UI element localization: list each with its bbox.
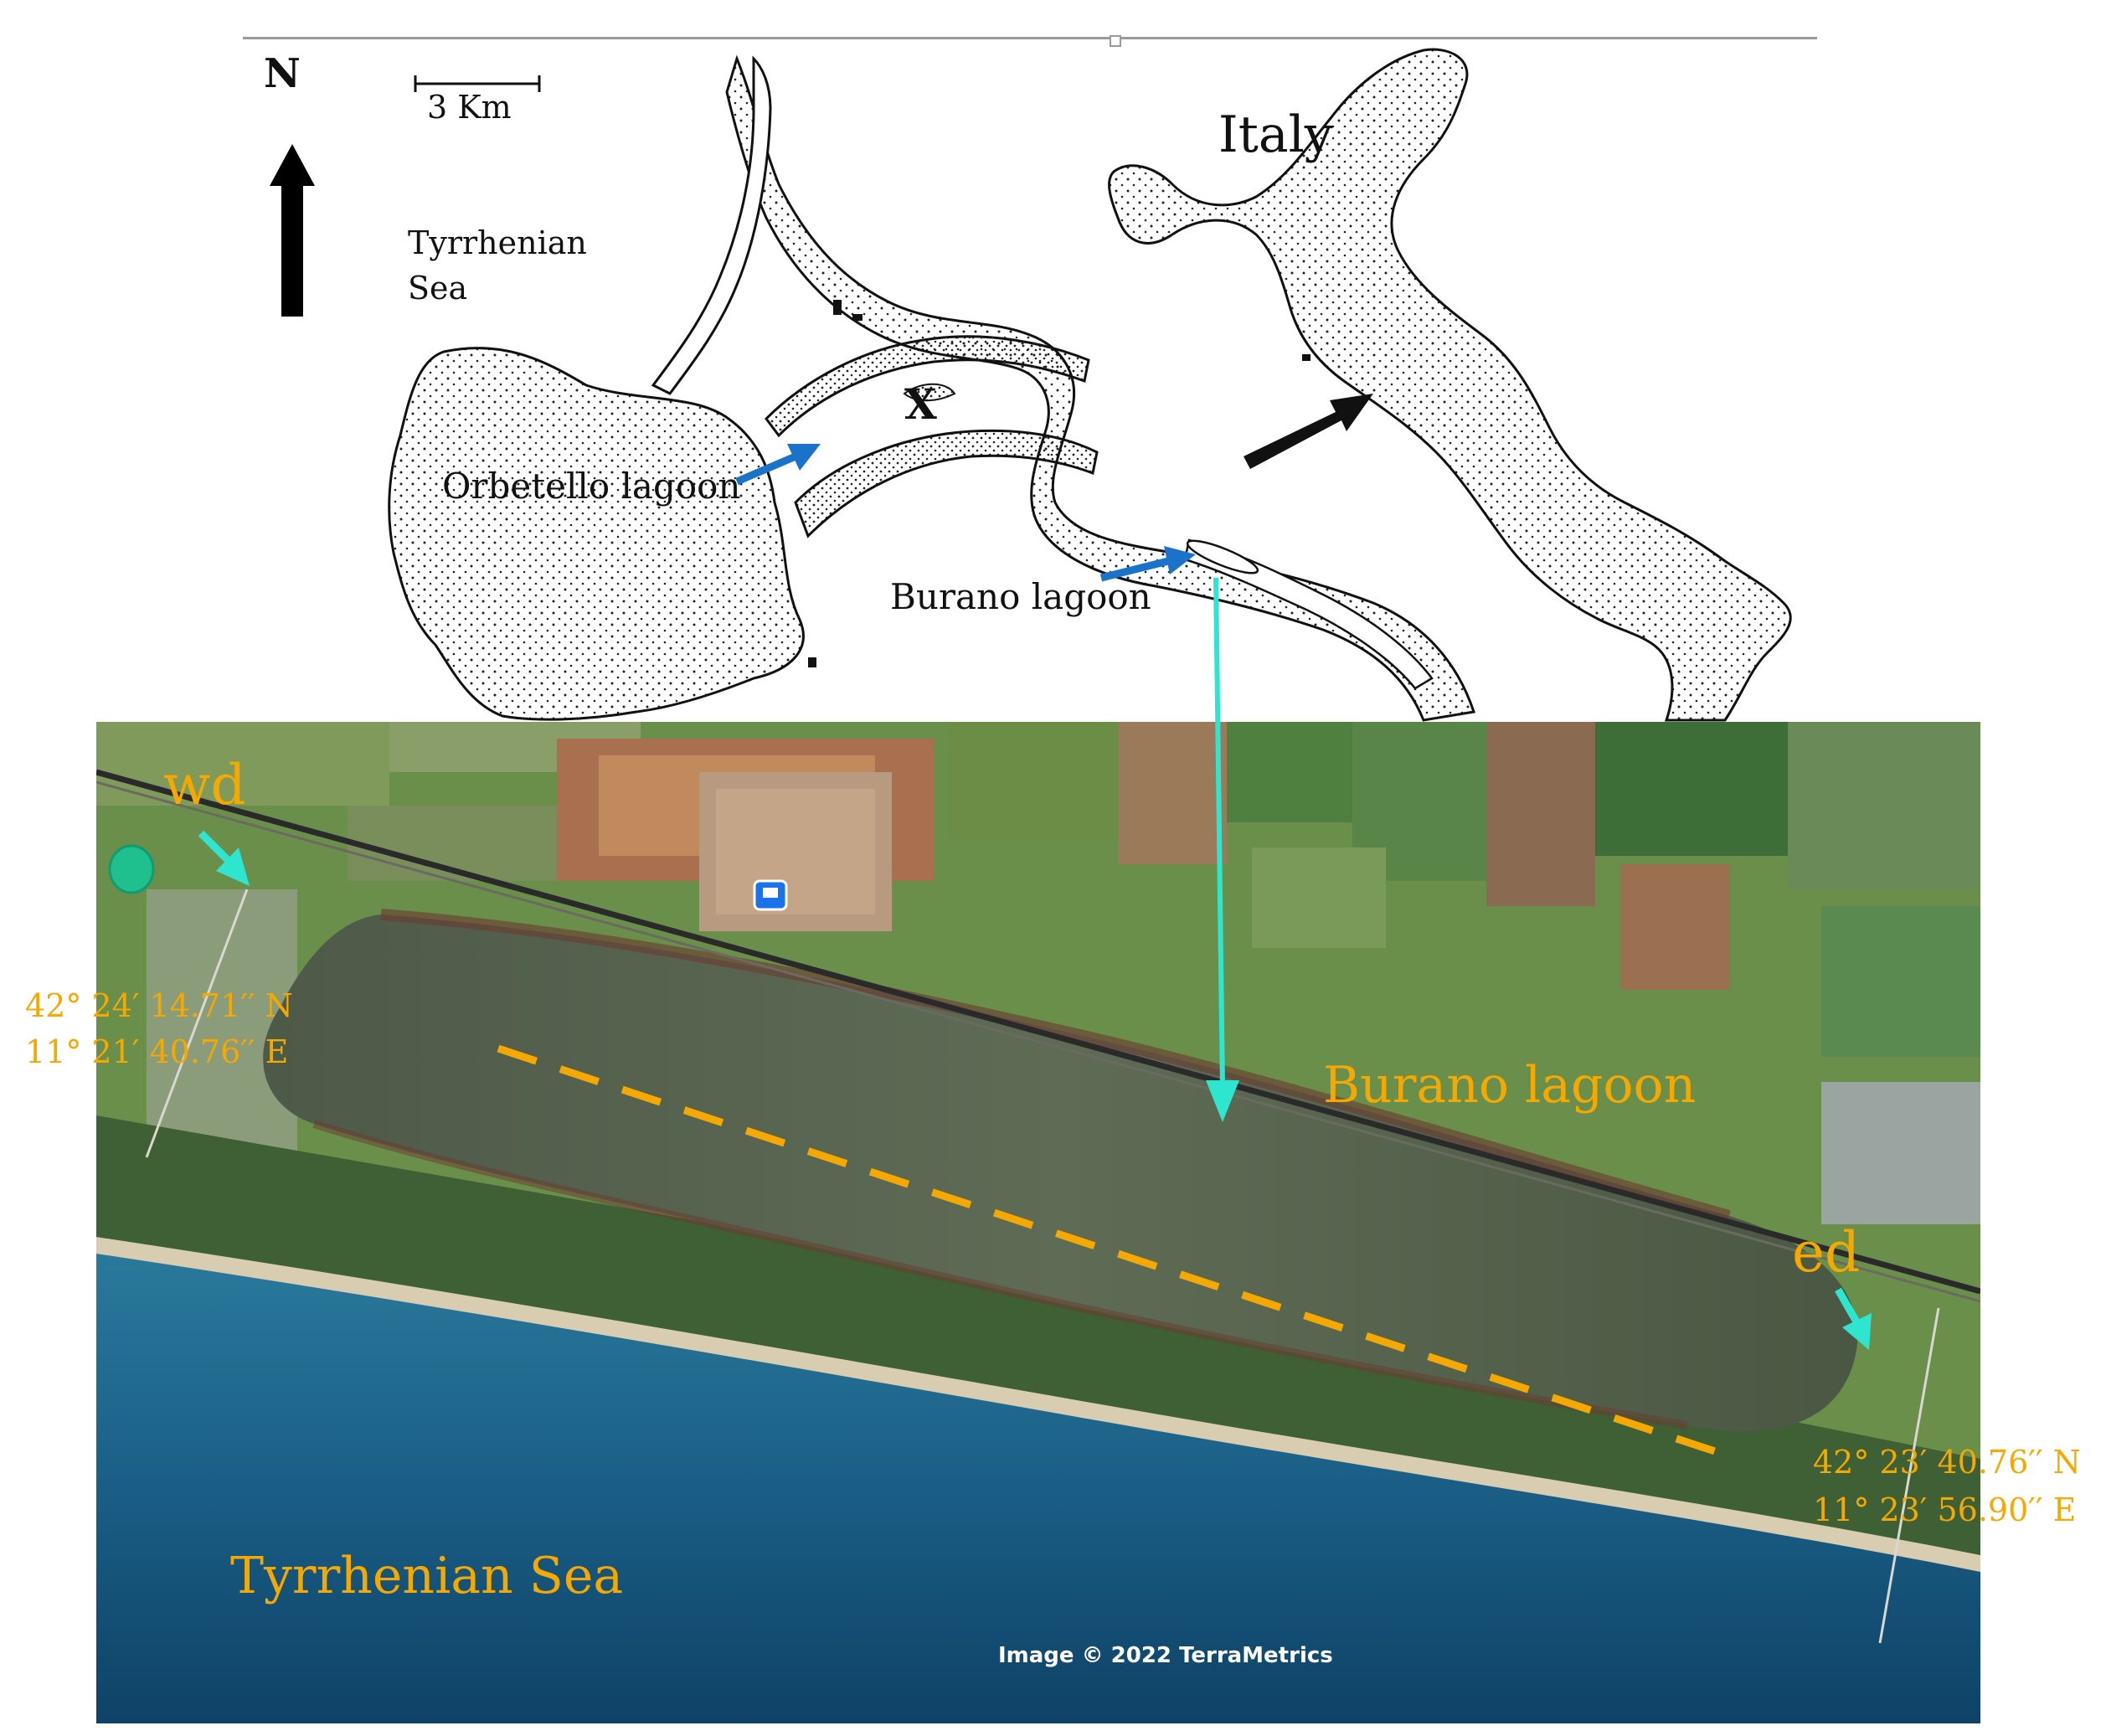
orbetello-label: Orbetello lagoon xyxy=(442,466,741,507)
west-longitude: 11° 21′ 40.76′′ E xyxy=(25,1033,289,1070)
orbetello-spit-shape xyxy=(903,383,956,402)
south-tombolo-shape xyxy=(794,429,1099,538)
satellite-lagoon-label: Burano lagoon xyxy=(1323,1056,1697,1115)
west-latitude: 42° 24′ 14.71′′ N xyxy=(25,987,293,1024)
north-arrow-icon xyxy=(270,144,315,317)
east-longitude: 11° 23′ 56.90′′ E xyxy=(1813,1491,2077,1528)
italy-outline-shape xyxy=(1108,48,1792,722)
station-icon xyxy=(753,879,788,911)
burano-arrow-icon xyxy=(1099,546,1196,582)
lagoon-water xyxy=(263,914,1858,1432)
sampling-point-marker xyxy=(108,844,155,894)
east-latitude: 42° 23′ 40.76′′ N xyxy=(1813,1444,2081,1481)
top-divider xyxy=(243,37,1817,39)
satellite-sea-label: Tyrrhenian Sea xyxy=(230,1547,624,1605)
country-label: Italy xyxy=(1218,106,1333,164)
orbetello-arrow-icon xyxy=(735,444,821,486)
scale-bar xyxy=(414,75,541,92)
west-point-label: wd xyxy=(163,753,246,817)
railway-line xyxy=(96,769,1980,1295)
burano-lagoon-shape xyxy=(1186,539,1259,574)
north-label: N xyxy=(264,50,301,97)
east-point-label: ed xyxy=(1792,1220,1861,1285)
beach-strip xyxy=(96,1237,1980,1572)
x-marker: X xyxy=(904,379,937,429)
satellite-image xyxy=(96,722,1980,1723)
sketch-map xyxy=(270,48,1792,722)
north-spit-shape xyxy=(651,55,772,395)
transect-dashed-line xyxy=(497,1044,1739,1463)
imagery-copyright: Image © 2022 TerraMetrics xyxy=(998,1643,1333,1668)
divider-tick xyxy=(1110,35,1121,47)
burano-label: Burano lagoon xyxy=(890,576,1151,617)
pine-forest-strip xyxy=(96,1115,1980,1555)
map-sea-label-bottom: Sea xyxy=(408,270,468,307)
burano-sandbar-shape xyxy=(1183,538,1434,690)
promontory-shape xyxy=(388,347,805,721)
map-sea-label-top: Tyrrhenian xyxy=(408,224,587,261)
islets xyxy=(808,300,1310,667)
location-arrow-icon xyxy=(1244,394,1373,469)
sea-area xyxy=(96,1249,1980,1723)
scale-label: 3 Km xyxy=(427,89,512,126)
